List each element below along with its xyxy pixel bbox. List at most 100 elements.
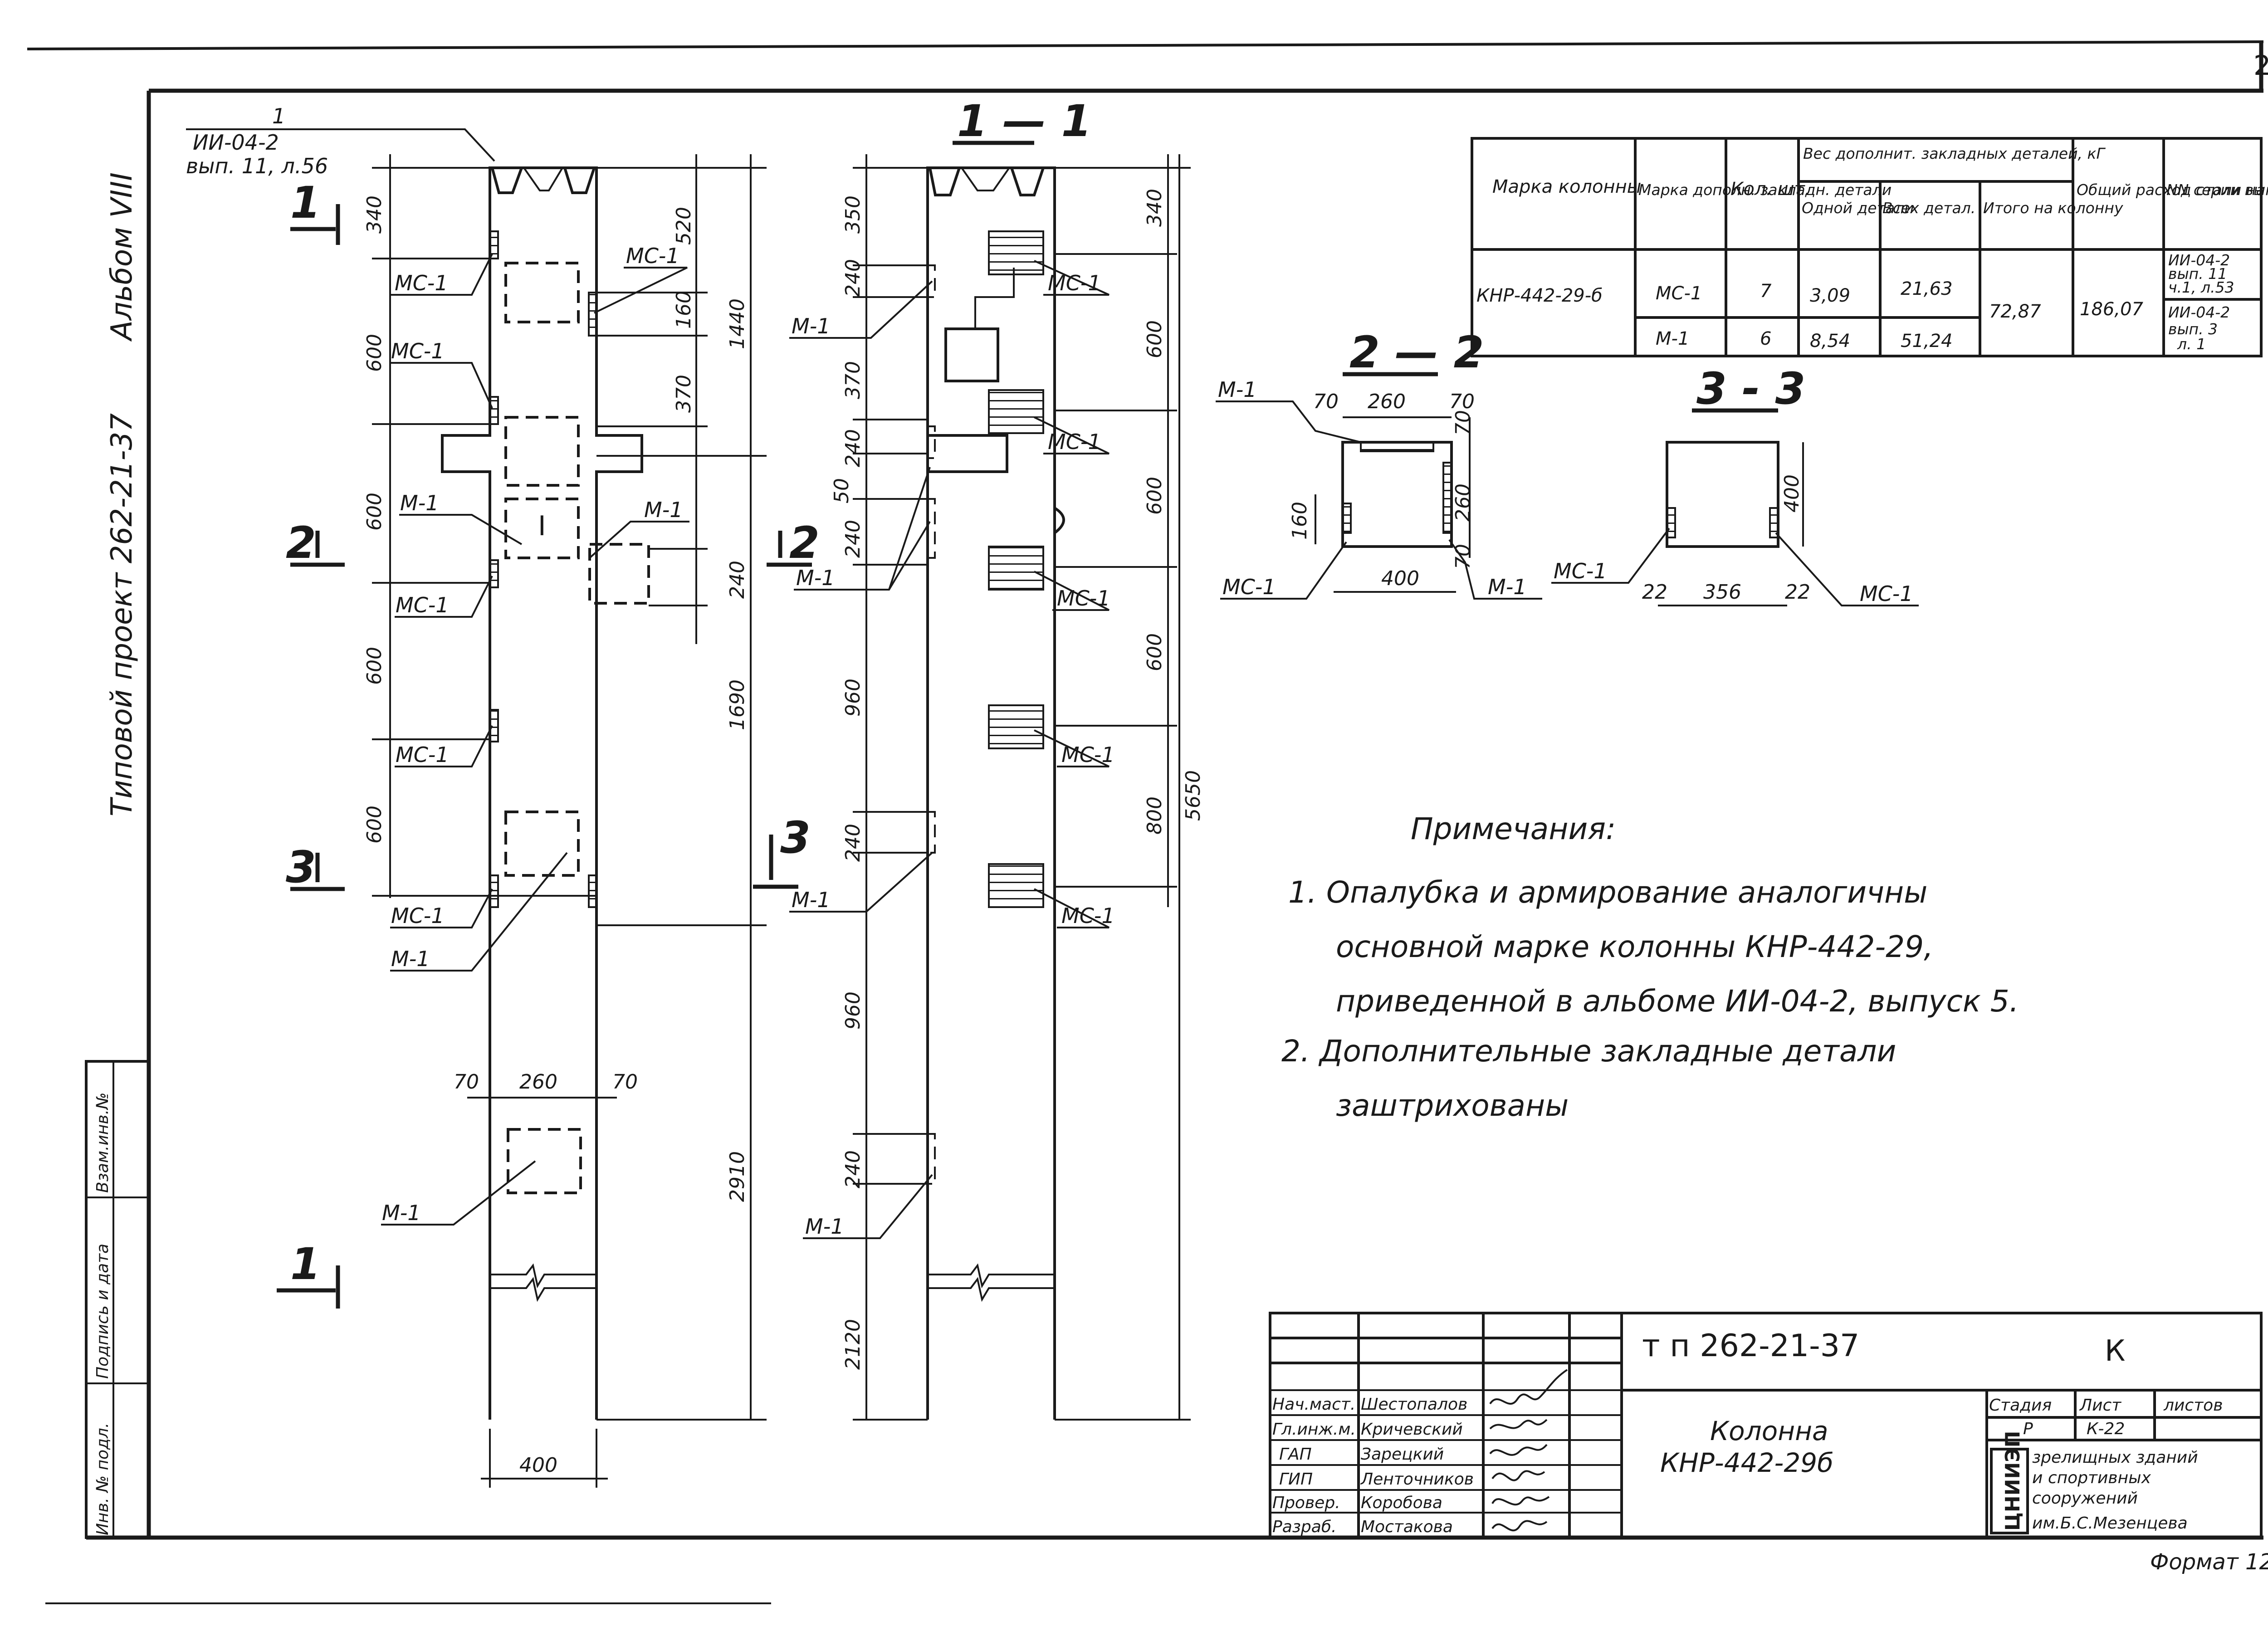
sec11-left-dim-7: 960 [841,679,865,717]
th-detail: Марка дополн. закладн. детали [1638,181,1892,199]
role-6: Разраб. [1272,1518,1336,1536]
notes: Примечания: 1. Опалубка и армирование ан… [1281,811,2019,1123]
svg-text:3: 3 [780,812,811,863]
s33-bottom-dim-3: 22 [1785,581,1810,604]
svg-text:1: 1 [290,1239,321,1289]
s22-left-dim: 160 [1288,502,1311,540]
row1-series-b: вып. 11 [2168,265,2227,283]
side-title: Типовой проект 262-21-37 Альбом VIII [105,172,139,816]
note-line-5: заштрихованы [1336,1088,1569,1123]
sec11-cut-marker-3: 3 [753,812,811,889]
role-3: ГАП [1279,1445,1312,1464]
sec11-left-dim-5: 50 [830,478,853,503]
elev-m1-label-4: М-1 [382,1201,421,1225]
cut-marker-3: 3 [286,842,345,893]
title-block: Нач.маст. Гл.инж.м. ГАП ГИП Провер. Разр… [1269,1312,2263,1539]
title-name-2: КНР-442-29б [1660,1447,1833,1478]
sec11-left-dim-10: 240 [841,1150,865,1188]
svg-text:2: 2 [789,518,820,568]
th-steel: Общий расход стали на колонну [2077,181,2268,199]
org-line-4: им.Б.С.Мезенцева [2032,1514,2188,1533]
role-5: Провер. [1272,1494,1340,1512]
section-2-2-title: 2 — 2 [1349,327,1484,378]
sec11-m1-2: М-1 [796,566,835,590]
elev-overall-3: 2910 [726,1151,749,1202]
name-4: Ленточников [1360,1470,1474,1489]
format-label: Формат 12 [2150,1549,2268,1575]
s22-top-dim-2: 260 [1368,390,1406,413]
s22-m1-label-2: М-1 [1488,575,1527,599]
sec11-right-dim-4: 600 [1143,633,1166,671]
section-1-1: 1 — 1 МС-1 МС-1 МС-1 [753,96,1205,1421]
s33-side-dim: 400 [1780,474,1804,513]
sheet-value: К-22 [2087,1420,2125,1438]
s22-side-dim-2: 260 [1452,483,1475,522]
elev-console-dim-1: 70 [454,1070,479,1094]
strip-replace: Взам.инв.№ [93,1092,112,1193]
svg-text:1: 1 [290,177,321,228]
title-name-1: Колонна [1710,1416,1828,1446]
elev-mc1-label-4: МС-1 [396,593,449,617]
elev-m1-label-3: М-1 [391,947,430,971]
sec11-left-dim-2: 240 [841,259,865,297]
window-mark: I [538,510,546,542]
elev-right-dim-2: 160 [672,291,695,329]
s22-mc1-label: МС-1 [1222,575,1276,599]
sec11-left-dim-11: 2120 [841,1319,865,1370]
s33-bottom-dim-2: 356 [1703,581,1741,604]
s22-side-dim-1: 70 [1452,410,1475,435]
elev-left-dim-3: 600 [363,493,386,531]
sec11-mc1-3: МС-1 [1057,586,1110,610]
th-all: Всех детал. [1882,199,1975,217]
svg-text:2: 2 [286,518,316,568]
org-logo: ЦНИИЭП [2001,1431,2024,1531]
elev-mc1-label-5: МС-1 [396,742,449,767]
row1-qty: 7 [1760,281,1772,302]
steel-value: 186,07 [2080,299,2144,320]
sec11-m1-4: М-1 [805,1214,844,1239]
project-code: т п 262-21-37 [1642,1328,1859,1364]
sheet-header: Лист [2079,1396,2121,1415]
elev-console-dim-3: 70 [612,1070,638,1094]
note-line-3: приведенной в альбоме ИИ-04-2, выпуск 5. [1336,984,2019,1019]
note-line-2: основной марке колонны КНР-442-29, [1336,929,1933,964]
sec11-m1-3: М-1 [792,888,831,912]
sec11-mc1-4: МС-1 [1061,742,1115,767]
s22-top-dim-3: 70 [1449,390,1475,413]
sec11-overall: 5650 [1182,770,1205,821]
note-line-1: 1. Опалубка и армирование аналогичны [1288,875,1927,910]
spec-table: Марка колонны Марка дополн. закладн. дет… [1471,137,2268,357]
sec11-left-dim-1: 350 [841,195,865,234]
row1-one: 3,09 [1810,285,1850,306]
elev-mc1-label-1: МС-1 [395,271,448,295]
side-title-album: Альбом VIII [105,172,139,342]
th-series: NN серии выпуск лист [2166,181,2268,199]
sec11-right-dim-2: 600 [1143,320,1166,358]
th-total: Итого на колонну [1983,199,2123,217]
row2-series-b: вып. 3 [2168,320,2218,338]
signatures [1489,1369,1568,1532]
cut-marker-1-bottom: 1 [277,1239,340,1309]
th-qty: Кол. шт. [1730,179,1810,200]
stage-value: Р [2023,1420,2033,1438]
th-weight: Вес дополнит. закладных деталей, кГ [1803,145,2106,162]
s22-m1-label: М-1 [1218,377,1257,402]
name-5: Коробова [1361,1494,1442,1512]
org-line-2: и спортивных [2032,1469,2151,1487]
elev-mc1-label-6: МС-1 [391,903,445,928]
section-3-3-title: 3 - 3 [1696,363,1805,414]
sec11-right-dim-5: 800 [1143,796,1166,835]
sheets-header: листов [2163,1396,2223,1415]
org-line-3: сооружений [2032,1489,2138,1508]
s22-bottom-dim: 400 [1381,567,1419,590]
section-1-1-title: 1 — 1 [957,96,1091,147]
strip-sign: Подпись и дата [93,1244,112,1379]
stage-header: Стадия [1989,1396,2052,1415]
s33-bottom-dim-1: 22 [1642,581,1667,604]
elev-right-dim-1: 520 [672,207,695,245]
elev-right-dim-4: 240 [726,561,749,599]
elev-left-dim-4: 600 [363,647,386,685]
cut-marker-1-top: 1 [290,177,340,245]
row2-detail: М-1 [1656,328,1689,349]
